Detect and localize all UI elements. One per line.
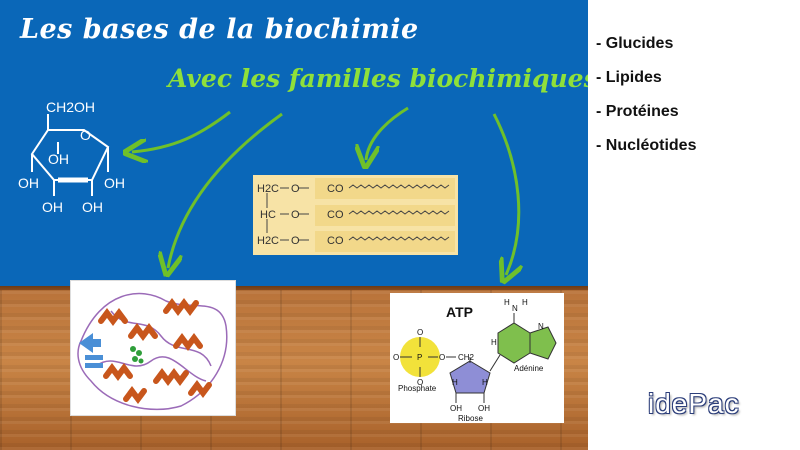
lipid-co-1: CO: [327, 183, 344, 195]
atp-p: P: [417, 353, 422, 362]
arrow-to-protein: [168, 112, 283, 268]
arrow-to-glucose: [132, 110, 231, 152]
glucose-oh-5: OH: [82, 199, 103, 215]
atp-phosphate-label: Phosphate: [398, 384, 437, 393]
atp-drawing: ATP P O O O O CH2 Phosphate N H H N H Ad…: [393, 298, 557, 423]
glucose-oh-1: OH: [48, 151, 69, 167]
atp-h-ribose-2: H: [482, 378, 488, 387]
atp-adenine-label: Adénine: [514, 364, 544, 373]
atp-h-ring: H: [491, 338, 497, 347]
atp-oh-1: OH: [450, 404, 462, 413]
slide-subtitle: Avec les familles biochimiques: [168, 64, 588, 93]
atp-n-ring: N: [538, 322, 544, 331]
glucose-oh-2: OH: [18, 175, 39, 191]
brand-logo: idePac: [648, 388, 740, 419]
lipid-oxygen-3: O: [291, 235, 300, 247]
lipid-carbon-2: HC: [260, 209, 276, 221]
lipid-co-3: CO: [327, 235, 344, 247]
chalkboard-scene: Les bases de la biochimie Avec les famil…: [0, 0, 588, 450]
glucose-oh-3: OH: [104, 175, 125, 191]
atp-ribose-label: Ribose: [458, 414, 483, 423]
triglyceride-drawing: H2C O CO HC O CO H2C O CO: [257, 178, 455, 252]
families-list: - Glucides - Lipides - Protéines - Nuclé…: [596, 34, 696, 170]
family-item-proteines: - Protéines: [596, 103, 679, 120]
glucose-oh-4: OH: [42, 199, 63, 215]
atp-title: ATP: [446, 304, 473, 320]
atp-o-bottom: O: [417, 378, 423, 387]
family-item-glucides: - Glucides: [596, 35, 674, 52]
lipid-oxygen-2: O: [291, 209, 300, 221]
arrow-to-lipid: [366, 106, 409, 160]
triglyceride-structure: H2C O CO HC O CO H2C O CO: [253, 175, 458, 255]
atp-o-top: O: [417, 328, 423, 337]
atp-h-2: H: [522, 298, 528, 307]
slide-title: Les bases de la biochimie: [20, 14, 419, 45]
arrow-to-nucleotide: [492, 113, 519, 275]
family-item-nucleotides: - Nucléotides: [596, 137, 697, 154]
lipid-carbon-3: H2C: [257, 235, 279, 247]
arrows-layer: [0, 106, 588, 290]
atp-image: ATP P O O O O CH2 Phosphate N H H N H Ad…: [390, 293, 564, 423]
atp-h-1: H: [504, 298, 510, 307]
family-item-lipides: - Lipides: [596, 69, 662, 86]
lipid-carbon-1: H2C: [257, 183, 279, 195]
glucose-ch2oh: CH2OH: [46, 99, 95, 115]
protein-image: [70, 280, 236, 416]
atp-ch2: CH2: [458, 353, 475, 362]
glucose-ring-o: O: [80, 127, 91, 143]
atp-h-ribose-1: H: [452, 378, 458, 387]
lipid-oxygen-1: O: [291, 183, 300, 195]
atp-n-amine: N: [512, 304, 518, 313]
lipid-co-2: CO: [327, 209, 344, 221]
atp-o-right: O: [439, 353, 445, 362]
glucose-structure: CH2OH O OH OH OH OH OH: [18, 99, 125, 215]
protein-ribbon-drawing: [77, 292, 228, 411]
atp-oh-2: OH: [478, 404, 490, 413]
atp-o-left: O: [393, 353, 399, 362]
